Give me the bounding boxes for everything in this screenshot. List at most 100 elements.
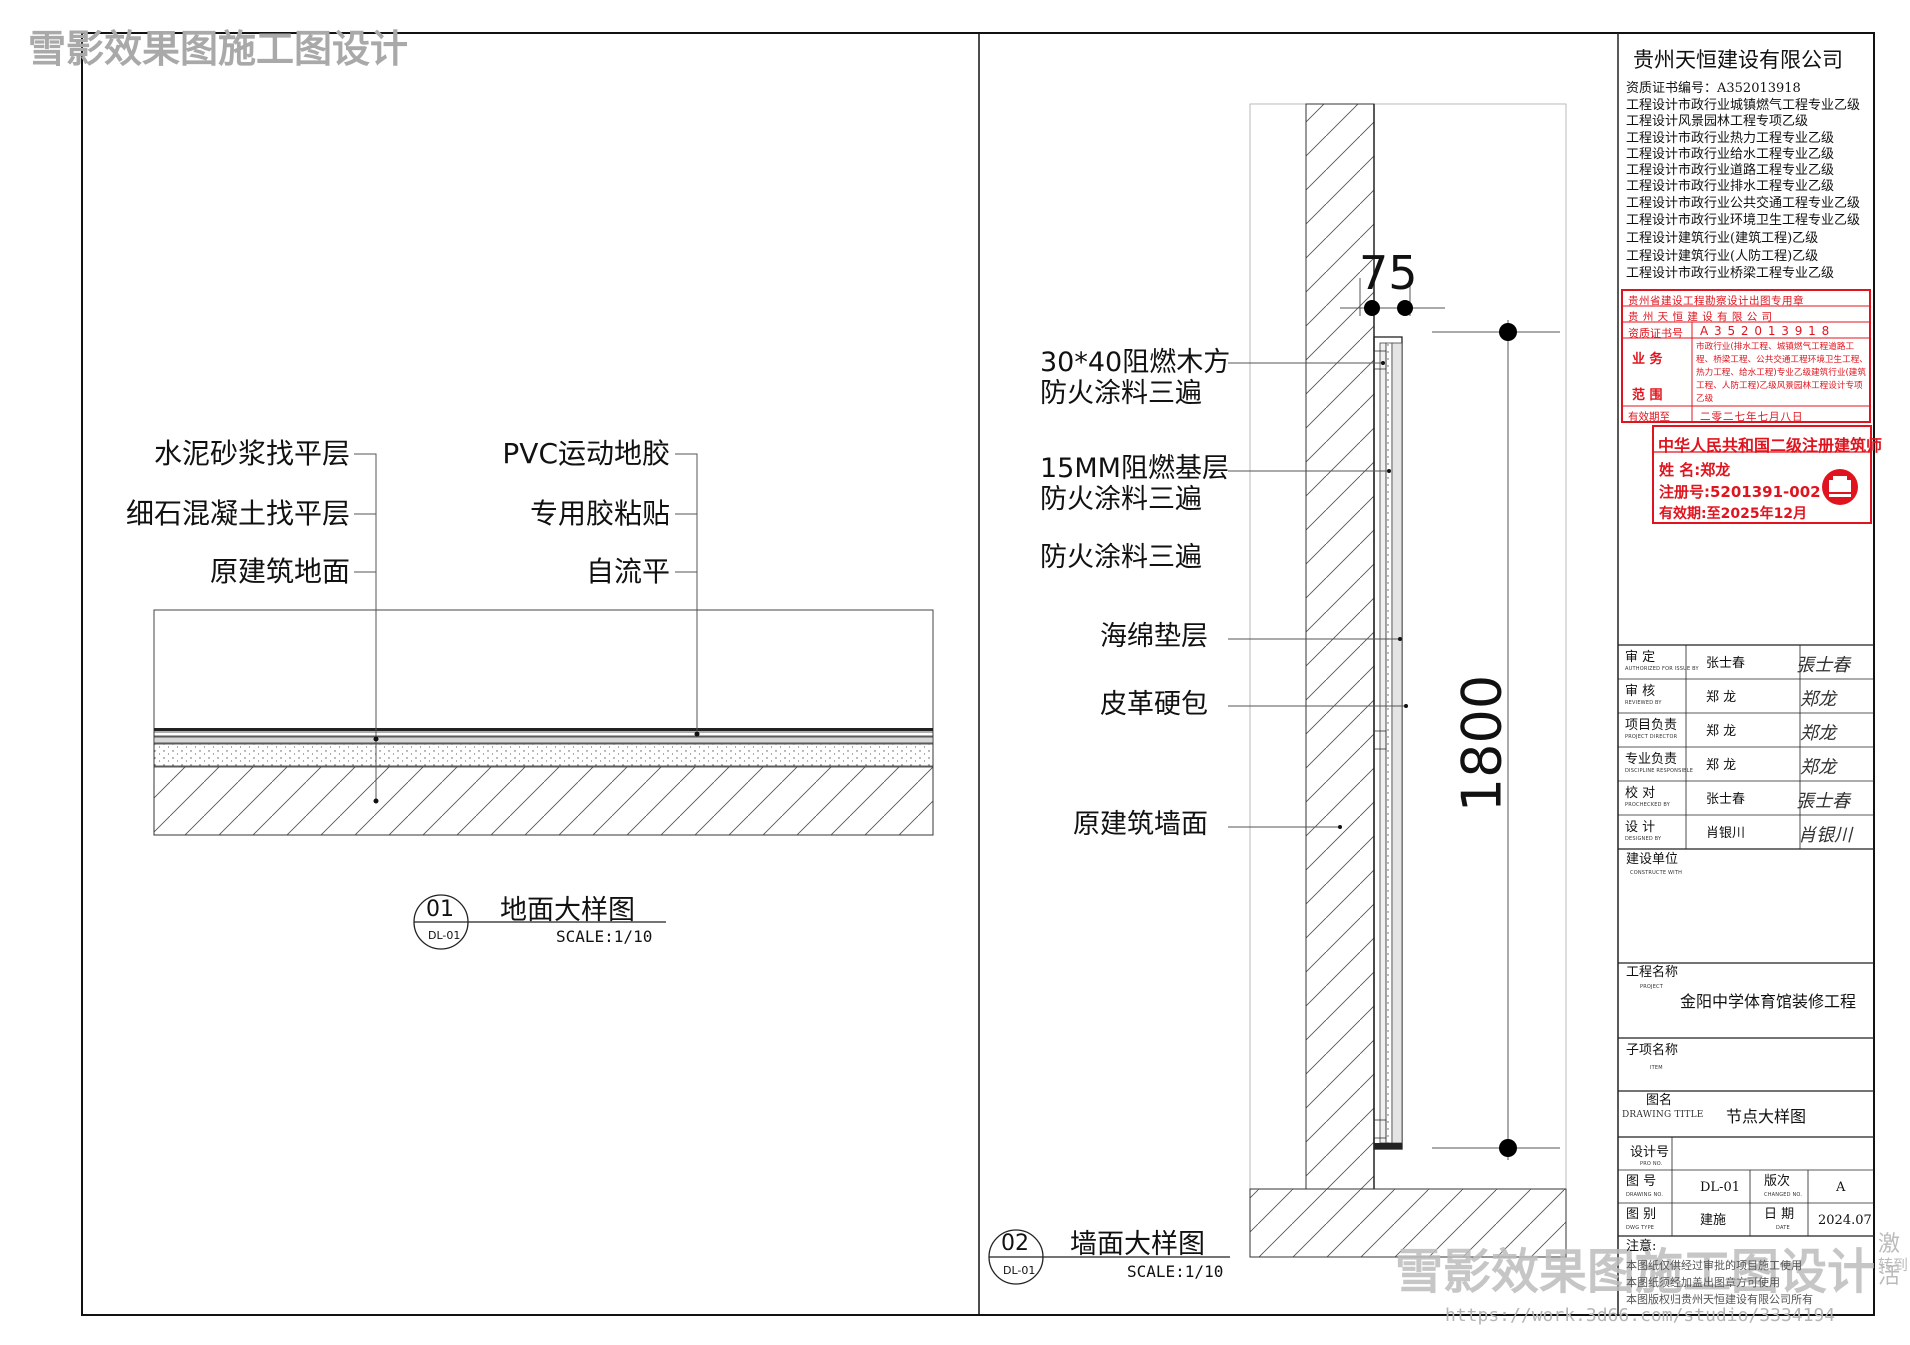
seal-scope-text: 市政行业(排水工程、城镇燃气工程道路工程、桥梁工程、公共交通工程环境卫生工程、热…	[1696, 342, 1868, 404]
seal-frame	[1621, 289, 1872, 524]
signoff-signature: 張士春	[1796, 791, 1850, 812]
signoff-name: 肖银川	[1706, 826, 1746, 841]
qualification-item: 工程设计市政行业环境卫生工程专业乙级	[1626, 213, 1861, 228]
signoff-name: 郑 龙	[1706, 724, 1737, 739]
signoff-role: 校 对	[1625, 786, 1656, 801]
project-label-en: PROJECT	[1640, 984, 1664, 990]
signoff-signature: 郑龙	[1800, 757, 1836, 778]
qualification-item: 工程设计建筑行业(建筑工程)乙级	[1626, 231, 1819, 246]
registered-architect-emblem-icon	[1822, 469, 1858, 505]
floor-section	[153, 453, 934, 950]
wall-label-fire-coat-1: 防火涂料三遍	[1040, 378, 1202, 409]
category: 建施	[1700, 1213, 1727, 1228]
signoff-role: 项目负责	[1625, 718, 1678, 733]
category-label: 图 别	[1626, 1207, 1657, 1222]
version: A	[1836, 1180, 1846, 1195]
signoff-signature: 郑龙	[1800, 689, 1836, 710]
client-label-en: CONSTRUCTE WITH	[1630, 870, 1683, 876]
stamp-valid: 有效期:至2025年12月	[1659, 506, 1808, 522]
client-label: 建设单位	[1626, 852, 1679, 867]
wall-label-leather: 皮革硬包	[1100, 689, 1208, 720]
category-label-en: DWG TYPE	[1626, 1225, 1655, 1231]
qualification-item: 工程设计市政行业桥梁工程专业乙级	[1626, 266, 1835, 281]
qualification-item: 工程设计建筑行业(人防工程)乙级	[1626, 249, 1819, 264]
qualification-item: 工程设计市政行业公共交通工程专业乙级	[1626, 196, 1861, 211]
date: 2024.07	[1818, 1213, 1872, 1228]
signoff-role: 审 定	[1625, 650, 1656, 665]
signoff-role-en: DESIGNED BY	[1625, 836, 1662, 842]
signoff-signature: 張士春	[1796, 655, 1850, 676]
floor-label-original-floor: 原建筑地面	[209, 555, 350, 588]
qualification-item: 工程设计市政行业给水工程专业乙级	[1626, 147, 1835, 162]
version-label-en: CHANGED NO.	[1764, 1192, 1803, 1198]
date-label-en: DATE	[1776, 1225, 1790, 1231]
qualification-item: 资质证书编号：A352013918	[1626, 81, 1801, 96]
signoff-signature: 郑龙	[1800, 723, 1836, 744]
design-no-label-en: PRO NO.	[1640, 1161, 1663, 1167]
seal-row1: 贵州省建设工程勘察设计出图专用章	[1628, 295, 1804, 307]
watermark-corner-line2: 转到	[1878, 1256, 1909, 1274]
floor-label-cement-mortar: 水泥砂浆找平层	[153, 437, 350, 470]
signoff-role-en: DISCIPLINE RESPONSIBLE	[1625, 768, 1694, 774]
watermark-url: https://work.3d66.com/studio/3334194	[1445, 1305, 1836, 1326]
wall-detail-scale: SCALE:1/10	[1127, 1262, 1224, 1281]
signoff-role: 设 计	[1625, 820, 1656, 835]
stamp-name: 姓 名:郑龙	[1659, 461, 1731, 479]
drawing-no-label-en: DRAWING NO.	[1626, 1192, 1664, 1198]
date-label: 日 期	[1764, 1207, 1795, 1222]
floor-detail-number: 01	[426, 897, 454, 922]
signoff-role-en: PROCHECKED BY	[1625, 802, 1671, 808]
item-label-en: ITEM	[1650, 1065, 1663, 1071]
wall-label-fire-coat-3: 防火涂料三遍	[1040, 542, 1202, 573]
wall-label-fire-coat-2: 防火涂料三遍	[1040, 484, 1202, 515]
watermark-corner-line1: 激活	[1878, 1232, 1901, 1289]
project-label: 工程名称	[1626, 965, 1679, 980]
floor-detail-scale: SCALE:1/10	[556, 927, 653, 946]
signoff-name: 张士春	[1706, 656, 1746, 671]
version-label: 版次	[1764, 1174, 1791, 1189]
wall-label-base-board: 15MM阻燃基层	[1040, 453, 1229, 484]
signoff-name: 张士春	[1706, 792, 1746, 807]
signoff-name: 郑 龙	[1706, 690, 1737, 705]
wall-detail-title: 墙面大样图	[1070, 1229, 1205, 1260]
design-no-label: 设计号	[1630, 1145, 1670, 1160]
sheet-frame	[81, 32, 1875, 1316]
qualification-item: 工程设计市政行业城镇燃气工程专业乙级	[1626, 98, 1861, 113]
wall-label-wood-batten: 30*40阻燃木方	[1040, 347, 1231, 378]
seal-cert-value: A 3 5 2 0 1 3 9 1 8	[1700, 324, 1831, 338]
drawing-title-label: 图名	[1646, 1093, 1673, 1108]
signoff-role-en: REVIEWED BY	[1625, 700, 1662, 706]
seal-scope-label-a: 业 务	[1632, 352, 1663, 367]
drawing-no-label: 图 号	[1626, 1174, 1657, 1189]
project-name: 金阳中学体育馆装修工程	[1680, 992, 1857, 1011]
stamp-title: 中华人民共和国二级注册建筑师	[1658, 436, 1883, 455]
wall-dimension-1800: 1800	[1450, 674, 1514, 813]
seal-row2: 贵 州 天 恒 建 设 有 限 公 司	[1628, 311, 1773, 323]
floor-detail-code: DL-01	[428, 929, 461, 942]
drawing-title-label-en: DRAWING TITLE	[1622, 1110, 1704, 1120]
qualification-item: 工程设计市政行业热力工程专业乙级	[1626, 131, 1835, 146]
signoff-role-en: PROJECT DIRECTOR	[1625, 734, 1678, 740]
floor-detail-title: 地面大样图	[500, 895, 635, 926]
qualification-item: 工程设计市政行业排水工程专业乙级	[1626, 179, 1835, 194]
qualification-item: 工程设计市政行业道路工程专业乙级	[1626, 163, 1835, 178]
note-line: 本图纸须经加盖出图章方可使用	[1626, 1276, 1780, 1289]
note-line: 本图纸仅供经过审批的项目施工使用	[1626, 1259, 1802, 1272]
wall-section	[988, 103, 1567, 1285]
wall-label-original-wall: 原建筑墙面	[1073, 809, 1208, 840]
floor-label-self-leveling: 自流平	[585, 555, 670, 588]
watermark-top: 雪影效果图施工图设计	[28, 27, 409, 71]
drawing-title: 节点大样图	[1726, 1107, 1807, 1126]
stamp-reg: 注册号:5201391-002	[1659, 483, 1821, 501]
floor-label-fine-concrete: 细石混凝土找平层	[125, 497, 350, 530]
wall-label-sponge: 海绵垫层	[1100, 621, 1208, 652]
seal-scope-label-b: 范 围	[1632, 388, 1663, 403]
title-block-grid	[1617, 33, 1874, 1315]
company-name: 贵州天恒建设有限公司	[1633, 48, 1843, 72]
floor-label-adhesive: 专用胶粘贴	[529, 497, 670, 530]
signoff-role-en: AUTHORIZED FOR ISSUE BY	[1625, 666, 1699, 672]
seal-valid-value: 二零二七年七月八日	[1700, 411, 1804, 423]
seal-cert-label: 资质证书号	[1628, 327, 1683, 340]
note-line: 本图版权归贵州天恒建设有限公司所有	[1626, 1293, 1813, 1306]
